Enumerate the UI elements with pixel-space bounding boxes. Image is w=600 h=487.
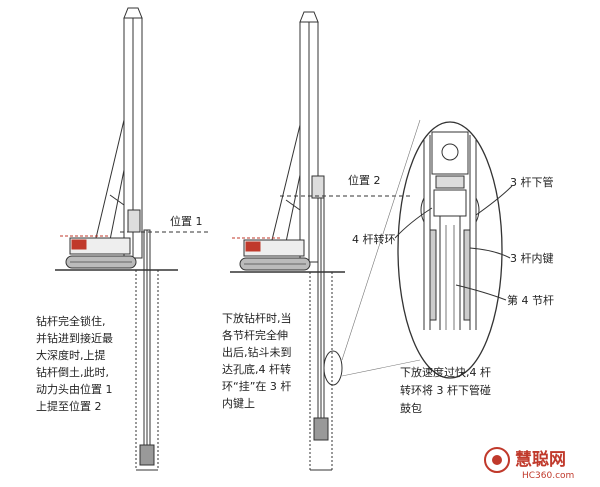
rod4-ring bbox=[433, 189, 467, 217]
label-rod4-section: 第 4 节杆 bbox=[507, 293, 554, 307]
watermark-logo: 慧聪网 HC360.com bbox=[484, 447, 574, 481]
logo-swirl-icon bbox=[484, 447, 510, 473]
right-note-line: 下放速度过快,4 杆 bbox=[400, 365, 491, 379]
rod-joint bbox=[431, 131, 469, 175]
logo-dot-icon bbox=[492, 455, 502, 465]
pos1-label: 位置 1 bbox=[170, 214, 203, 228]
middle-rig bbox=[230, 11, 421, 471]
left-bucket bbox=[139, 444, 155, 466]
label-rod4-ring: 4 杆转环 bbox=[352, 232, 396, 246]
pos2-label: 位置 2 bbox=[348, 173, 381, 187]
middle-note-line: 内键上 bbox=[222, 396, 255, 410]
label-rod3-lower-tube: 3 杆下管 bbox=[510, 175, 554, 189]
left-note-line: 钻杆完全锁住, bbox=[36, 314, 106, 328]
label-rod3-inner-key: 3 杆内键 bbox=[510, 251, 554, 265]
detail-marker-ellipse bbox=[323, 350, 343, 386]
left-rig bbox=[55, 7, 210, 471]
middle-note-line: 各节杆完全伸 bbox=[222, 328, 288, 342]
left-note-line: 大深度时,上提 bbox=[36, 348, 106, 362]
pin-hole bbox=[441, 143, 459, 161]
right-note: 下放速度过快,4 杆 转环将 3 杆下管碰 鼓包 bbox=[400, 365, 491, 415]
left-note-line: 动力头由位置 1 bbox=[36, 382, 113, 396]
right-note-line: 转环将 3 杆下管碰 bbox=[400, 383, 491, 397]
middle-note-line: 达孔底,4 杆转 bbox=[222, 362, 291, 376]
rod3-inner-key bbox=[463, 229, 471, 321]
watermark-site: HC360.com bbox=[522, 471, 574, 481]
left-note-line: 并钻进到接近最 bbox=[36, 331, 113, 345]
watermark-brand: 慧聪网 bbox=[515, 449, 566, 470]
left-note-line: 钻杆倒土,此时, bbox=[36, 365, 109, 379]
detail-ellipse bbox=[397, 121, 503, 379]
left-note-line: 上提至位置 2 bbox=[36, 399, 102, 413]
right-note-line: 鼓包 bbox=[400, 401, 422, 415]
middle-note-line: 环“挂”在 3 杆 bbox=[222, 379, 291, 393]
middle-note-line: 下放钻杆时,当 bbox=[222, 311, 292, 325]
left-note: 钻杆完全锁住, 并钻进到接近最 大深度时,上提 钻杆倒土,此时, 动力头由位置 … bbox=[36, 314, 113, 413]
middle-note: 下放钻杆时,当 各节杆完全伸 出后,钻斗未到 达孔底,4 杆转 环“挂”在 3 … bbox=[222, 311, 292, 410]
middle-note-line: 出后,钻斗未到 bbox=[222, 345, 292, 359]
middle-bucket bbox=[313, 417, 329, 441]
detail-view bbox=[394, 121, 513, 379]
